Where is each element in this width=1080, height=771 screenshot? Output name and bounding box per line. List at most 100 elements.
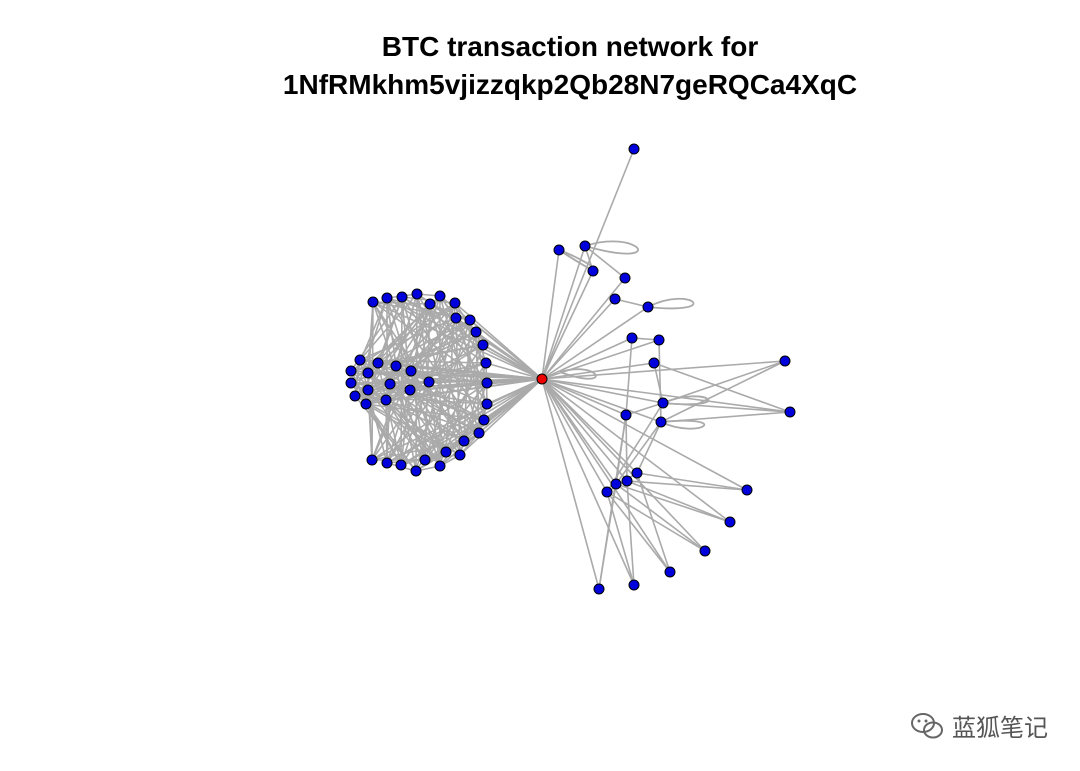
network-self-loops <box>558 240 710 430</box>
address-node-left-18 <box>454 449 466 461</box>
network-edge-209 <box>367 372 543 380</box>
chart-title-line-2: 1NfRMkhm5vjizzqkp2Qb28N7geRQCa4XqC <box>282 69 858 100</box>
address-node-right-22 <box>699 545 711 557</box>
network-edge-251 <box>662 360 786 404</box>
address-node-right-13 <box>657 397 669 409</box>
address-node-right-4 <box>587 265 599 277</box>
self-loop-3 <box>647 297 695 310</box>
network-edge-231 <box>541 378 791 413</box>
network-edge-252 <box>660 360 786 423</box>
chart-title-line-1: BTC transaction network for <box>381 31 759 62</box>
network-edge-221 <box>541 249 560 380</box>
address-node-left-29 <box>405 365 417 377</box>
network-edge-269 <box>658 339 662 423</box>
address-node-right-16 <box>631 467 643 479</box>
address-node-left-31 <box>345 365 357 377</box>
address-node-left-23 <box>395 459 407 471</box>
network-edge-233 <box>541 378 662 423</box>
address-node-left-7 <box>449 297 461 309</box>
network-edge-171 <box>400 378 543 466</box>
address-node-left-9 <box>464 314 476 326</box>
address-node-left-1 <box>367 296 379 308</box>
network-edge-250 <box>653 362 664 404</box>
network-edge-230 <box>541 360 786 380</box>
address-node-left-27 <box>372 357 384 369</box>
address-node-left-32 <box>345 377 357 389</box>
network-edge-259 <box>636 472 748 491</box>
chart-title: BTC transaction network for 1NfRMkhm5vji… <box>0 28 1080 104</box>
network-edge-207 <box>350 382 391 385</box>
network-edge-275 <box>606 402 664 493</box>
network-edge-77 <box>469 319 543 380</box>
address-node-right-2 <box>553 244 565 256</box>
address-node-left-2 <box>381 292 393 304</box>
network-edge-215 <box>354 378 543 397</box>
address-node-left-30 <box>423 376 435 388</box>
self-loop-1 <box>584 240 639 255</box>
network-edge-98 <box>350 344 484 372</box>
address-node-right-9 <box>653 334 665 346</box>
network-edge-134 <box>428 381 480 434</box>
self-loop-4 <box>559 368 597 380</box>
address-node-right-5 <box>619 272 631 284</box>
network-edge-222 <box>541 245 586 380</box>
network-edge-276 <box>615 421 662 485</box>
network-edge-238 <box>541 378 608 493</box>
address-node-right-1 <box>628 143 640 155</box>
network-edge-93 <box>482 344 543 380</box>
address-node-left-38 <box>380 394 392 406</box>
address-node-right-23 <box>664 566 676 578</box>
self-loop-5 <box>662 395 710 406</box>
network-edge-110 <box>463 382 488 442</box>
address-node-left-35 <box>404 384 416 396</box>
network-edge-232 <box>541 378 664 404</box>
network-edge-272 <box>626 480 731 523</box>
address-node-right-12 <box>784 406 796 418</box>
address-node-left-13 <box>481 377 493 389</box>
address-node-left-39 <box>360 398 372 410</box>
address-node-left-33 <box>362 367 374 379</box>
address-node-left-25 <box>366 454 378 466</box>
network-edge-243 <box>541 378 635 586</box>
address-node-right-8 <box>626 332 638 344</box>
network-edge-260 <box>626 480 748 491</box>
network-edge-85 <box>475 331 543 380</box>
address-node-right-11 <box>779 355 791 367</box>
address-node-right-15 <box>620 409 632 421</box>
network-edge-204 <box>350 370 411 391</box>
network-edge-246 <box>584 245 626 279</box>
network-edge-166 <box>415 378 543 472</box>
address-node-left-10 <box>470 326 482 338</box>
address-node-left-21 <box>419 454 431 466</box>
network-edge-256 <box>636 421 662 474</box>
address-node-right-25 <box>593 583 605 595</box>
network-edge-261 <box>615 483 731 523</box>
address-node-right-18 <box>610 478 622 490</box>
network-edge-223 <box>541 270 594 380</box>
address-node-left-24 <box>381 457 393 469</box>
address-node-left-17 <box>458 435 470 447</box>
address-node-left-8 <box>450 312 462 324</box>
wechat-icon <box>911 712 943 738</box>
network-edge-263 <box>636 472 671 573</box>
address-node-left-28 <box>390 360 402 372</box>
network-edge-101 <box>485 362 543 380</box>
network-edge-234 <box>541 378 627 416</box>
address-node-left-5 <box>424 298 436 310</box>
address-node-right-21 <box>724 516 736 528</box>
network-edge-271 <box>653 362 791 413</box>
address-node-right-6 <box>609 293 621 305</box>
network-edge-37 <box>359 293 418 361</box>
network-edge-239 <box>541 378 748 491</box>
network-edge-229 <box>541 362 655 380</box>
network-edge-181 <box>371 378 543 461</box>
network-edge-268 <box>598 414 627 590</box>
address-node-right-7 <box>642 301 654 313</box>
address-node-left-12 <box>480 357 492 369</box>
network-edge-73 <box>359 317 457 361</box>
network-edge-82 <box>410 319 471 372</box>
address-node-right-14 <box>655 416 667 428</box>
watermark: 蓝狐笔记 <box>910 708 1048 743</box>
address-node-left-15 <box>478 414 490 426</box>
